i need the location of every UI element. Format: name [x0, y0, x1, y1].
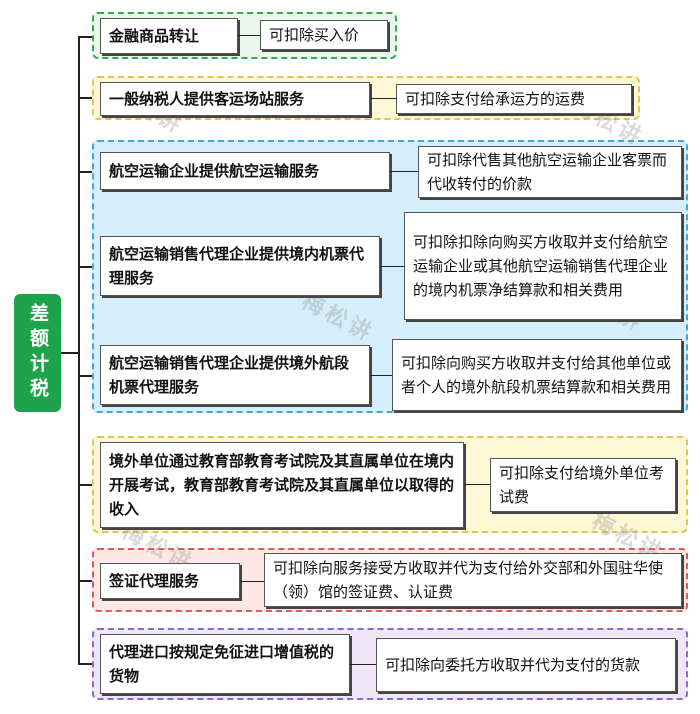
- description-text: 可扣除扣除向购买方收取并支付给航空运输企业或其他航空运输销售代理企业的境内机票净…: [413, 233, 669, 299]
- category-label: 签证代理服务: [109, 572, 200, 590]
- description-text: 可扣除买入价: [269, 26, 360, 44]
- branch-line: [78, 580, 100, 582]
- description-text: 可扣除代售其他航空运输企业客票而代收转付的价款: [427, 151, 668, 193]
- branch-line: [78, 663, 100, 665]
- link-line: [350, 664, 376, 665]
- description-box: 可扣除支付给承运方的运费: [396, 84, 632, 114]
- description-box: 可扣除代售其他航空运输企业客票而代收转付的价款: [418, 146, 682, 198]
- description-box: 可扣除买入价: [260, 20, 388, 50]
- description-text: 可扣除支付给境外单位考试费: [499, 464, 665, 506]
- root-connector: [61, 352, 80, 354]
- branch-line: [78, 484, 100, 486]
- category-box: 代理进口按规定免征进口增值税的货物: [100, 634, 350, 694]
- link-line: [464, 484, 490, 485]
- link-line: [370, 375, 392, 376]
- description-box: 可扣除支付给境外单位考试费: [490, 458, 676, 512]
- description-text: 可扣除支付给承运方的运费: [405, 90, 586, 108]
- category-box: 航空运输销售代理企业提供境内机票代理服务: [100, 236, 380, 296]
- category-box: 境外单位通过教育部教育考试院及其直属单位在境内开展考试，教育部教育考试院及其直属…: [100, 442, 464, 528]
- branch-line: [78, 36, 100, 38]
- category-label: 境外单位通过教育部教育考试院及其直属单位在境内开展考试，教育部教育考试院及其直属…: [109, 452, 455, 518]
- root-label: 差额计税: [27, 303, 49, 403]
- category-label: 一般纳税人提供客运场站服务: [109, 90, 305, 108]
- link-line: [238, 35, 260, 36]
- trunk-line: [78, 36, 80, 664]
- category-label: 航空运输销售代理企业提供境外航段机票代理服务: [109, 354, 350, 396]
- link-line: [370, 98, 396, 99]
- description-text: 可扣除向服务接受方收取并代为支付给外交部和外国驻华使（领）馆的签证费、认证费: [273, 559, 664, 601]
- description-text: 可扣除向购买方收取并支付给其他单位或者个人的境外航段机票结算款和相关费用: [401, 354, 672, 396]
- description-box: 可扣除扣除向购买方收取并支付给航空运输企业或其他航空运输销售代理企业的境内机票净…: [404, 212, 682, 320]
- category-box: 航空运输企业提供航空运输服务: [100, 152, 390, 190]
- branch-line: [78, 97, 100, 99]
- link-line: [390, 171, 418, 172]
- branch-line: [78, 171, 100, 173]
- link-line: [240, 581, 264, 582]
- link-line: [380, 266, 404, 267]
- category-box: 签证代理服务: [100, 563, 240, 599]
- category-box: 一般纳税人提供客运场站服务: [100, 82, 370, 116]
- description-box: 可扣除向委托方收取并代为支付的货款: [376, 638, 676, 692]
- category-label: 航空运输销售代理企业提供境内机票代理服务: [109, 245, 365, 287]
- category-label: 金融商品转让: [109, 27, 200, 45]
- root-node: 差额计税: [14, 294, 61, 412]
- branch-line: [78, 266, 100, 268]
- category-label: 航空运输企业提供航空运输服务: [109, 162, 320, 180]
- description-box: 可扣除向服务接受方收取并代为支付给外交部和外国驻华使（领）馆的签证费、认证费: [264, 553, 682, 607]
- description-box: 可扣除向购买方收取并支付给其他单位或者个人的境外航段机票结算款和相关费用: [392, 339, 682, 411]
- category-box: 航空运输销售代理企业提供境外航段机票代理服务: [100, 345, 370, 405]
- category-label: 代理进口按规定免征进口增值税的货物: [109, 643, 335, 685]
- branch-line: [78, 375, 100, 377]
- category-box: 金融商品转让: [100, 18, 238, 54]
- description-text: 可扣除向委托方收取并代为支付的货款: [385, 656, 641, 674]
